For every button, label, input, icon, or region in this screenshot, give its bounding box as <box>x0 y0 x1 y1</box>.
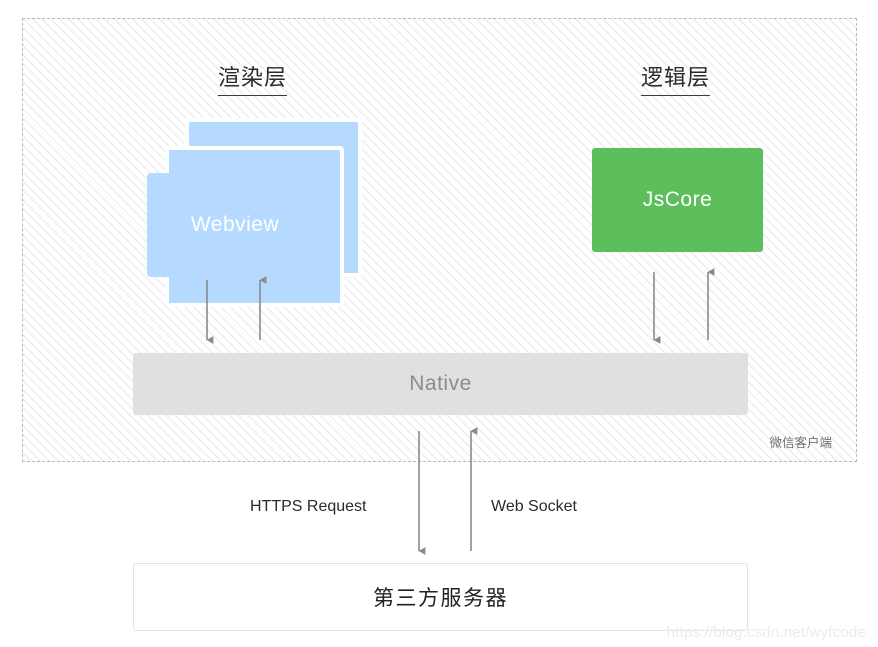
jscore-label: JsCore <box>642 188 713 211</box>
logic-layer-title: 逻辑层 <box>641 60 711 96</box>
render-layer-title: 渲染层 <box>218 60 288 96</box>
wechat-client-label: 微信客户端 <box>769 436 832 450</box>
native-label: Native <box>409 372 472 395</box>
webview-label: Webview <box>190 213 280 236</box>
web-socket-label: Web Socket <box>491 498 577 515</box>
native-node[interactable]: Native <box>133 353 748 415</box>
watermark: https://blog.csdn.net/wyfcode <box>666 624 866 641</box>
https-request-label: HTTPS Request <box>250 498 367 515</box>
third-party-server-node[interactable]: 第三方服务器 <box>133 563 748 631</box>
third-party-server-label: 第三方服务器 <box>373 587 508 610</box>
webview-card-front[interactable]: Webview <box>147 173 323 277</box>
jscore-node[interactable]: JsCore <box>592 148 763 252</box>
